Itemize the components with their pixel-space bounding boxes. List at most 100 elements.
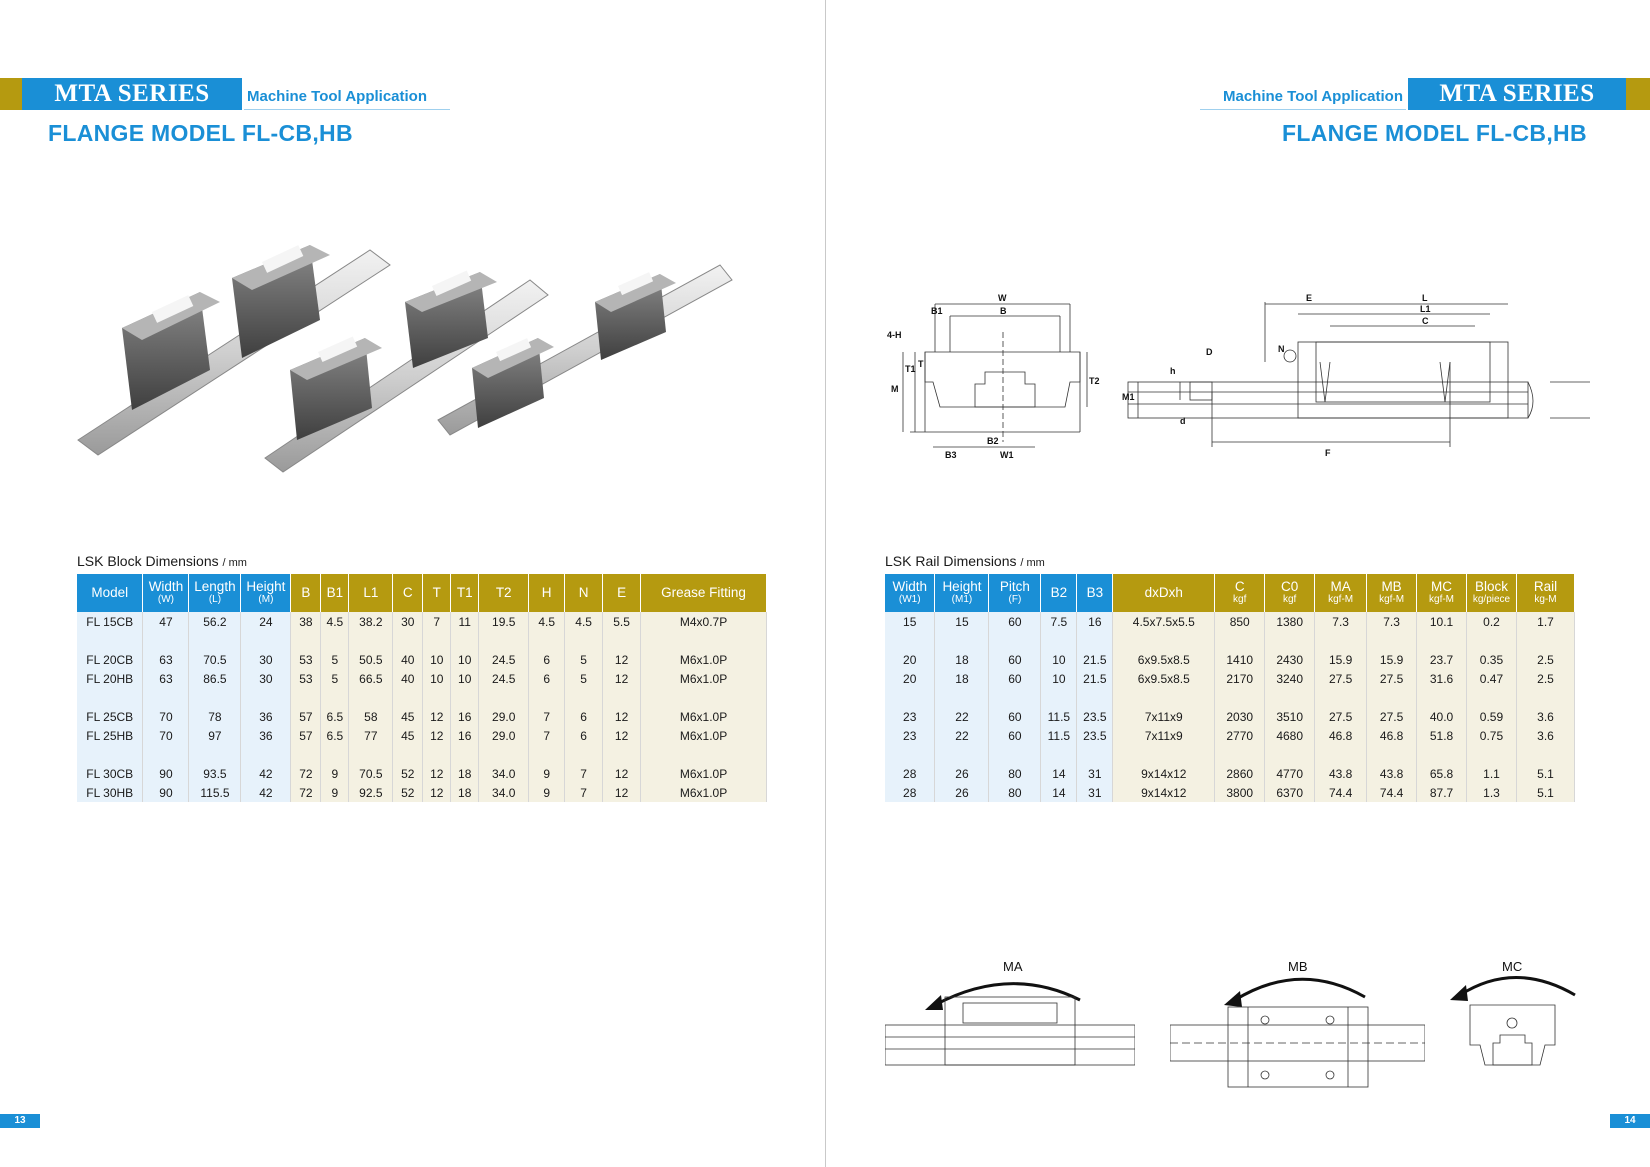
rail-table-spacer-cell: [988, 631, 1042, 650]
rail-table-cell: 3510: [1264, 707, 1316, 726]
block-table-spacer-cell: [240, 745, 292, 764]
rail-table-cell: 60: [988, 726, 1042, 745]
block-table-spacer-cell: [528, 688, 566, 707]
block-table-cell: 56.2: [188, 612, 242, 631]
block-table-cell: 9: [528, 764, 566, 783]
block-table-cell: 30: [240, 650, 292, 669]
block-side-view-drawing: L E L1 C N D h M1 d F: [1122, 293, 1590, 458]
block-table-cell: 53: [290, 669, 322, 688]
block-table-spacer-cell: [528, 745, 566, 764]
rail-table-spacer-row: [885, 745, 1576, 764]
block-table-spacer-cell: [478, 631, 530, 650]
block-table-cell: 6: [528, 650, 566, 669]
rail-table-cell: 7.3: [1366, 612, 1418, 631]
label-4H: 4-H: [887, 330, 902, 340]
block-table-cell: 7: [422, 612, 452, 631]
block-table-header-label: B: [301, 585, 311, 600]
block-table-cell: 52: [392, 764, 424, 783]
rail-table-header-label: B3: [1086, 585, 1104, 600]
block-table-spacer-row: [77, 745, 767, 764]
moment-mb-diagram: MB: [1170, 959, 1425, 1088]
rail-table-cell: 15: [934, 612, 990, 631]
block-table-cell: 86.5: [188, 669, 242, 688]
block-table-cell: 6.5: [320, 707, 350, 726]
rail-table-header-0: Width(W1): [885, 574, 936, 612]
block-table-cell: 24: [240, 612, 292, 631]
rail-table-spacer-cell: [1416, 745, 1467, 764]
block-table-cell: FL 20HB: [77, 669, 144, 688]
block-table-cell: 52: [392, 783, 424, 802]
rail-table-cell: 20: [885, 669, 936, 688]
block-table-spacer-cell: [188, 745, 242, 764]
block-table-caption: LSK Block Dimensions / mm: [77, 553, 247, 569]
block-table-spacer-cell: [602, 688, 642, 707]
block-table-cell: 4.5: [528, 612, 566, 631]
block-table-spacer-cell: [77, 688, 144, 707]
rail-table-cell: 26: [934, 764, 990, 783]
rail-table-cell: 22: [934, 726, 990, 745]
block-table-spacer-cell: [422, 745, 452, 764]
block-table-header-label: E: [617, 585, 627, 600]
rail-table-cell: 1410: [1214, 650, 1266, 669]
rail-table-spacer-cell: [1264, 631, 1316, 650]
block-table-cell: 36: [240, 707, 292, 726]
rail-table-cell: 5.1: [1516, 764, 1576, 783]
label-B3: B3: [945, 450, 957, 460]
block-table-cell: 5: [564, 650, 604, 669]
block-table-cell: 30: [392, 612, 424, 631]
block-table-cell: 57: [290, 726, 322, 745]
rail-table-cell: 850: [1214, 612, 1266, 631]
rail-table-cell: 7.5: [1040, 612, 1078, 631]
rail-table-header-unit: (W1): [898, 594, 921, 605]
block-table-cell: 50.5: [348, 650, 394, 669]
block-table-header-14: Grease Fitting: [640, 574, 767, 612]
rail-table-spacer-cell: [1366, 631, 1418, 650]
block-table-header-label: C: [402, 585, 413, 600]
label-N: N: [1278, 344, 1285, 354]
rail-table-spacer-cell: [1516, 631, 1576, 650]
rail-table-cell: 31.6: [1416, 669, 1467, 688]
series-badge-left: MTA SERIES: [22, 78, 242, 110]
block-table-cell: 7: [528, 726, 566, 745]
block-table-header-12: N: [564, 574, 604, 612]
block-table-spacer-cell: [240, 631, 292, 650]
rail-table-cell: 26: [934, 783, 990, 802]
block-table-cell: 58: [348, 707, 394, 726]
rail-table-cell: 4.5x7.5x5.5: [1112, 612, 1216, 631]
block-table-cell: 5: [320, 669, 350, 688]
rail-table-cell: 10.1: [1416, 612, 1467, 631]
label-D: D: [1206, 347, 1213, 357]
block-table-cell: 7: [564, 783, 604, 802]
block-table-spacer-cell: [640, 745, 767, 764]
block-table-header-2: Length(L): [188, 574, 242, 612]
rail-table-cell: 15.9: [1366, 650, 1418, 669]
rail-table-spacer-cell: [885, 631, 936, 650]
rail-table-cell: 7x11x9: [1112, 726, 1216, 745]
block-table-cell: 6: [564, 707, 604, 726]
block-table-cell: 10: [422, 650, 452, 669]
block-table-spacer-cell: [77, 631, 144, 650]
block-table-cell: 42: [240, 764, 292, 783]
block-table-header-label: T2: [495, 585, 512, 600]
moment-mc-label: MC: [1502, 959, 1522, 974]
rail-table-spacer-cell: [988, 688, 1042, 707]
block-table-header-label: H: [541, 585, 552, 600]
rail-table-spacer-cell: [1214, 745, 1266, 764]
block-table-header-label: Length: [194, 579, 236, 594]
rail-table-cell: 60: [988, 707, 1042, 726]
block-table-cell: 90: [142, 764, 190, 783]
series-gold-bar-left: [0, 78, 22, 110]
rail-table-cell: 4680: [1264, 726, 1316, 745]
rail-table-spacer-cell: [1112, 745, 1216, 764]
label-T: T: [918, 359, 924, 369]
block-table-cell: 12: [602, 707, 642, 726]
rail-table-cell: 23: [885, 707, 936, 726]
rail-table-cell: 10: [1040, 669, 1078, 688]
rail-table-cell: 43.8: [1366, 764, 1418, 783]
rail-table-cell: 60: [988, 612, 1042, 631]
rail-table-cell: 80: [988, 764, 1042, 783]
rail-table-cell: 23.5: [1076, 726, 1114, 745]
